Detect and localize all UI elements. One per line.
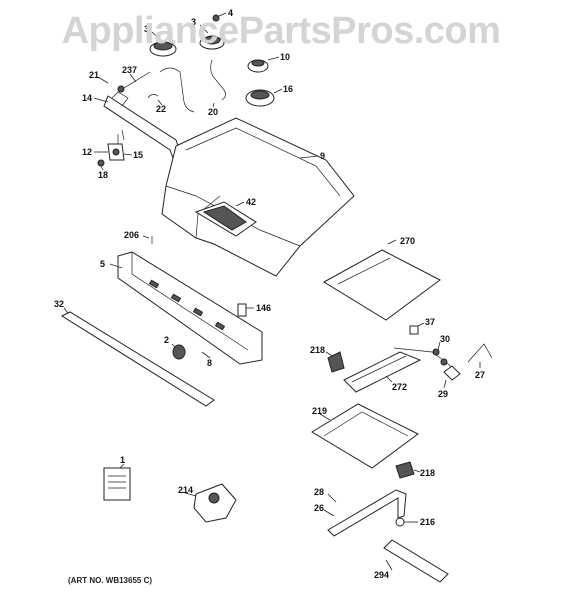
- callout-16: 16: [283, 84, 293, 94]
- callout-28: 28: [314, 487, 324, 497]
- callout-37: 37: [425, 317, 435, 327]
- callout-26: 26: [314, 503, 324, 513]
- callout-21: 21: [89, 70, 99, 80]
- cover-219: [311, 403, 419, 469]
- callout-1: 1: [120, 455, 125, 465]
- callout-14: 14: [82, 93, 92, 103]
- tube-22: [147, 67, 195, 113]
- literature-1: [103, 463, 131, 501]
- callout-294: 294: [374, 570, 389, 580]
- callout-9: 9: [320, 151, 325, 161]
- clip-146: [237, 303, 254, 317]
- callout-8: 8: [207, 358, 212, 368]
- callout-146: 146: [256, 303, 271, 313]
- control-panel-5: [109, 251, 263, 365]
- knob-2: [171, 343, 211, 360]
- callout-2: 2: [164, 335, 169, 345]
- callout-270: 270: [400, 236, 415, 246]
- callout-216: 216: [420, 517, 435, 527]
- callout-20: 20: [208, 107, 218, 117]
- callout-12: 12: [82, 147, 92, 157]
- callout-29: 29: [438, 389, 448, 399]
- callout-15: 15: [133, 150, 143, 160]
- callout-3: 3: [144, 24, 149, 34]
- tube-26: [323, 489, 407, 537]
- igniter-218a: [325, 351, 345, 373]
- burner-head-3b: [199, 24, 225, 50]
- callout-219: 219: [312, 406, 327, 416]
- burner-16: [245, 88, 283, 107]
- clip-37: [409, 322, 425, 335]
- igniter-218b: [395, 461, 421, 479]
- callout-5: 5: [100, 259, 105, 269]
- callout-3b: 3: [191, 17, 196, 27]
- callout-30: 30: [440, 334, 450, 344]
- callout-214: 214: [178, 485, 193, 495]
- screw-206: [142, 235, 153, 244]
- nut-216: [395, 517, 418, 527]
- callout-272: 272: [392, 382, 407, 392]
- burner-10: [247, 56, 280, 73]
- burner-272: [343, 351, 422, 393]
- callout-18: 18: [98, 170, 108, 180]
- cover-270: [323, 239, 441, 321]
- valve-12: [94, 129, 133, 171]
- callout-218b: 218: [420, 468, 435, 478]
- burner-head-3: [149, 31, 177, 57]
- burner-cap-4: [212, 12, 227, 22]
- callout-206: 206: [124, 230, 139, 240]
- bracket-294: [383, 539, 449, 583]
- callout-4: 4: [228, 8, 233, 18]
- callout-22: 22: [156, 104, 166, 114]
- callout-237: 237: [122, 65, 137, 75]
- tube-30: [393, 341, 493, 389]
- burner-box-9: [161, 117, 355, 277]
- callout-218a: 218: [310, 345, 325, 355]
- callout-27: 27: [475, 370, 485, 380]
- callout-10: 10: [280, 52, 290, 62]
- callout-32: 32: [54, 299, 64, 309]
- art-number: (ART NO. WB13655 C): [68, 576, 153, 585]
- regulator-214: [181, 483, 237, 523]
- trim-32: [60, 307, 215, 407]
- callout-42: 42: [246, 197, 256, 207]
- tube-20: [210, 59, 226, 108]
